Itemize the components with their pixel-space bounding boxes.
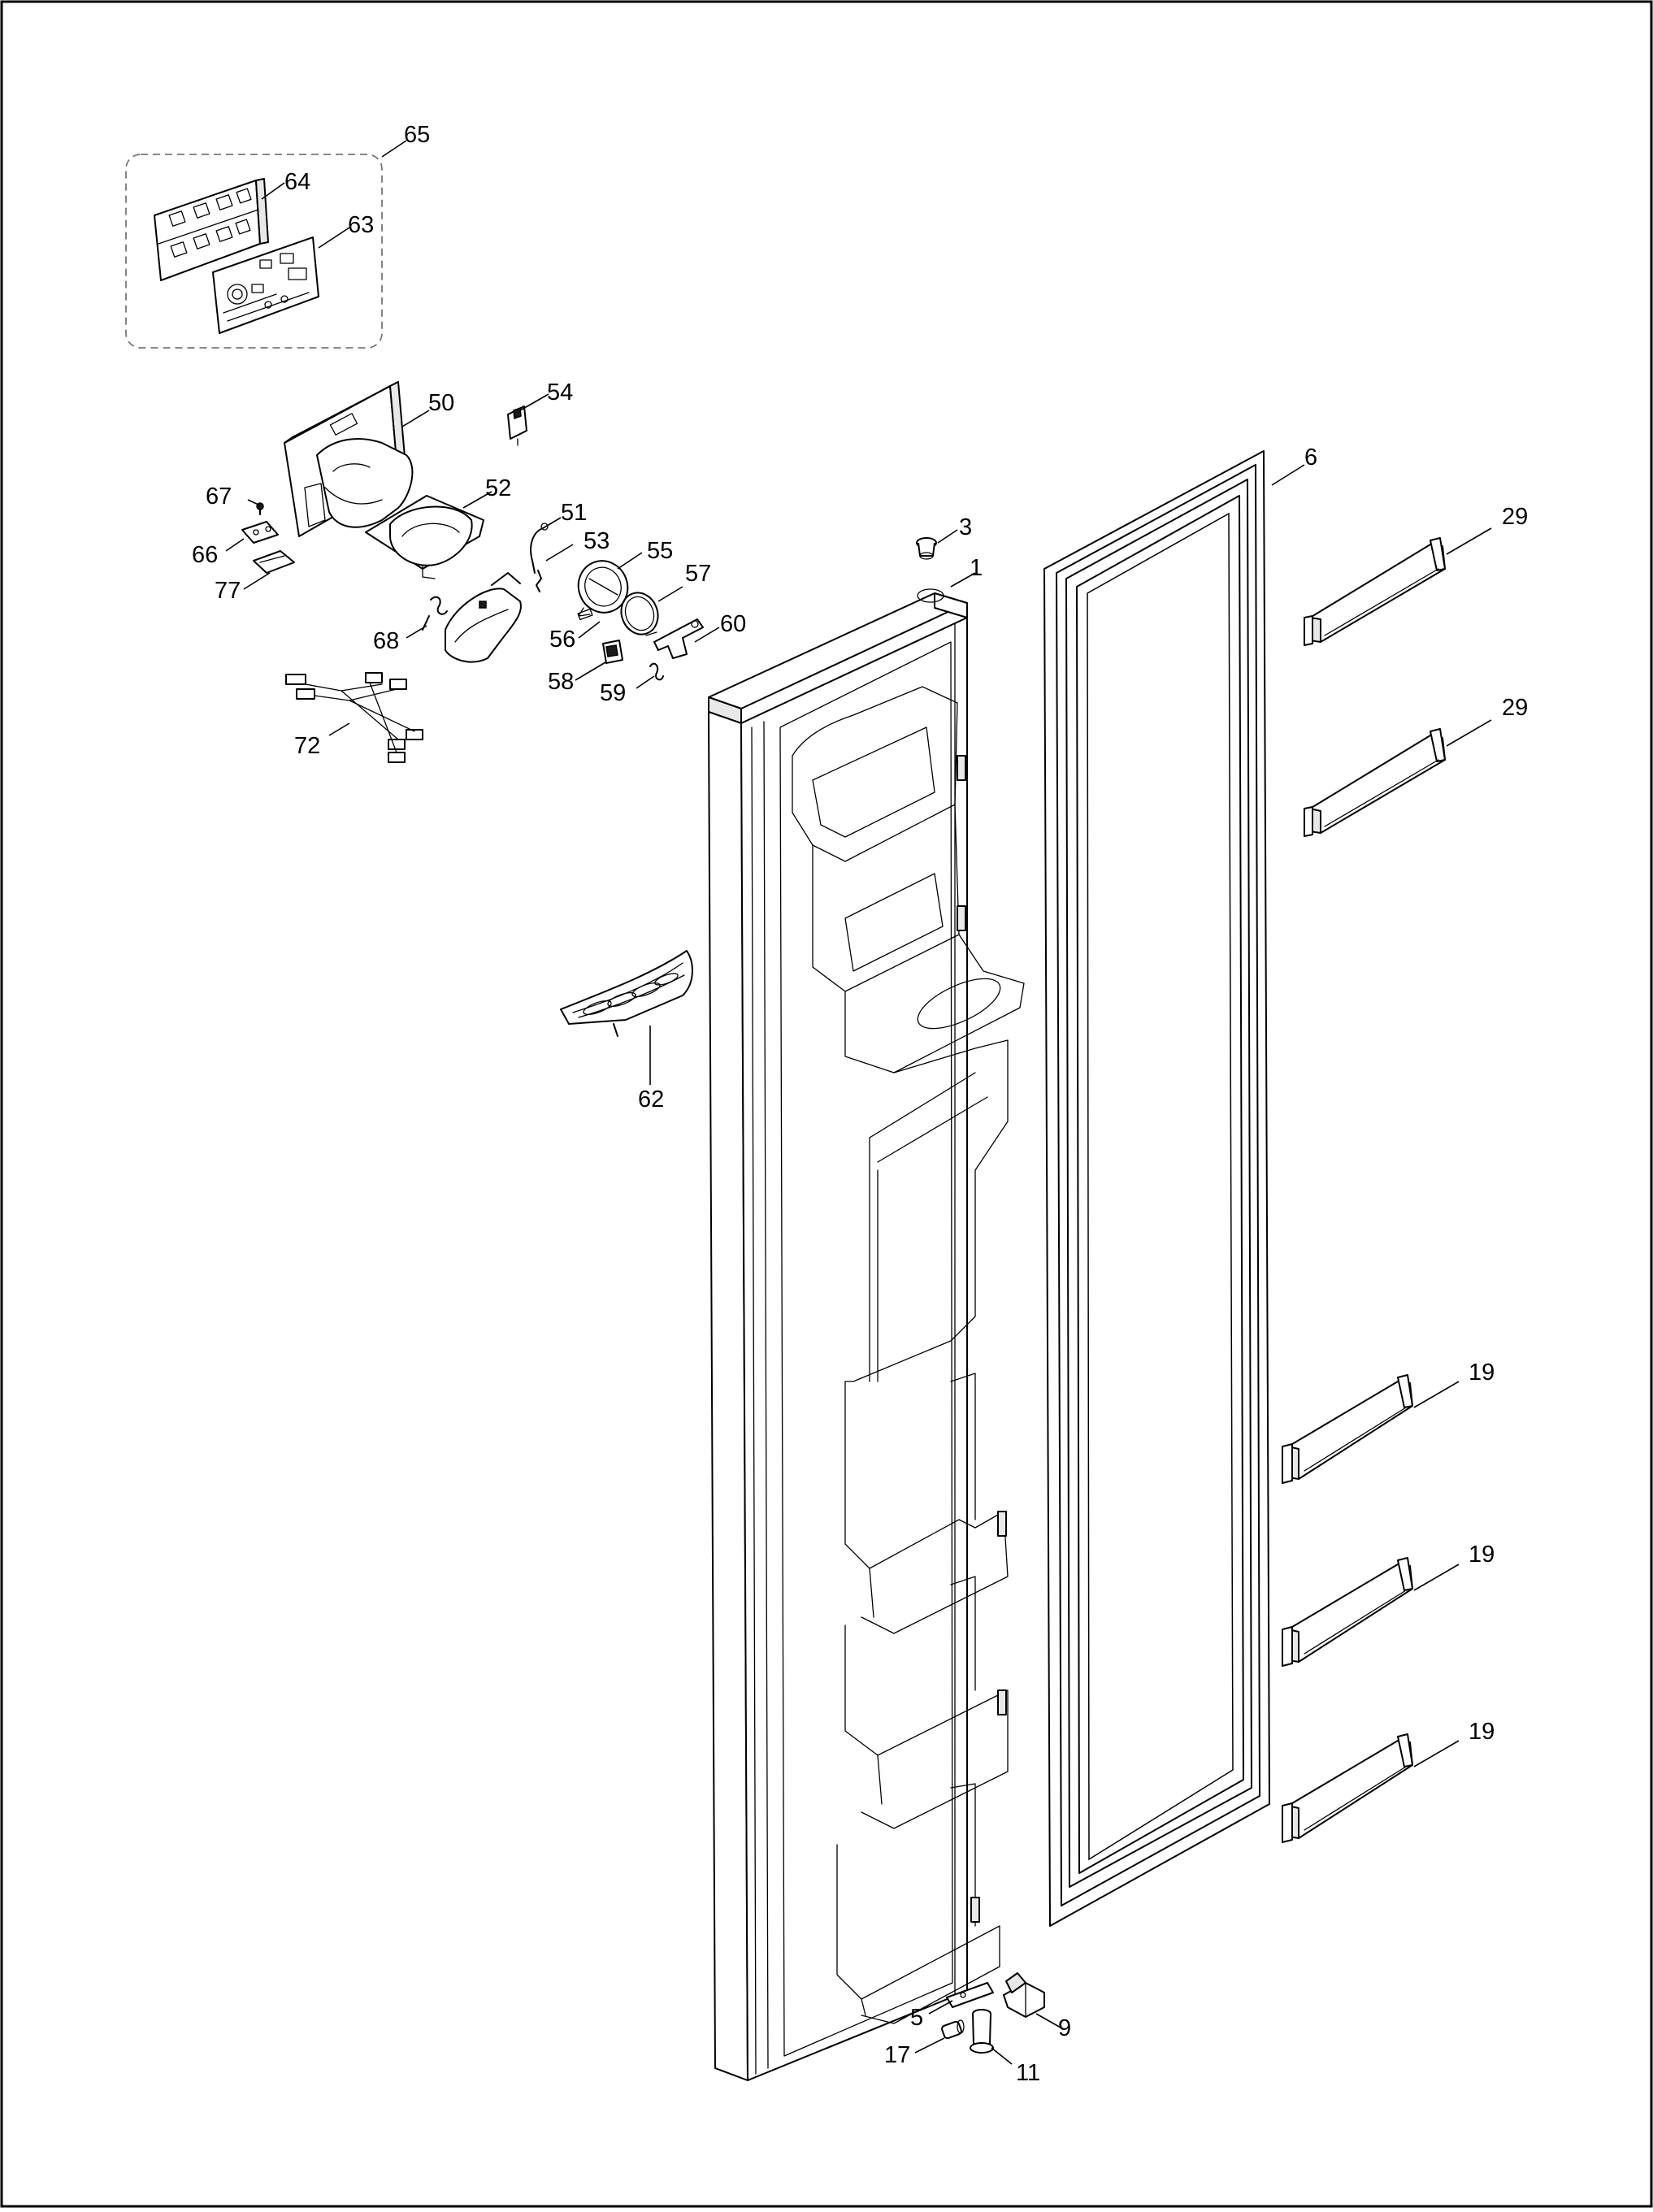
freezer-door: [708, 588, 1025, 2081]
callout-56: 56: [549, 627, 575, 653]
callout-77: 77: [215, 578, 241, 604]
hinge-bracket: [645, 618, 704, 659]
solenoid-plunger: [577, 608, 593, 621]
callout-1: 1: [970, 555, 983, 581]
wire-harness: [285, 672, 423, 763]
callout-65: 65: [404, 122, 430, 148]
door-shelf-upper-1: [1304, 537, 1446, 646]
leader-lines: [225, 140, 1492, 2065]
gasket-ring: [620, 592, 659, 635]
door-shelf-lower-1: [1282, 1374, 1413, 1484]
callout-54: 54: [547, 380, 573, 406]
hinge-block: [1003, 1972, 1045, 2018]
callout-17: 17: [884, 2042, 910, 2068]
hinge-bushing: [916, 537, 937, 560]
control-panel-cover: [154, 178, 269, 281]
callout-51: 51: [561, 500, 587, 526]
spring: [649, 662, 664, 681]
callout-53: 53: [584, 528, 610, 554]
lever-spring: [422, 596, 448, 631]
callout-66: 66: [192, 542, 218, 568]
door-roller: [941, 2019, 965, 2040]
solenoid: [577, 560, 629, 617]
callout-11: 11: [1016, 2060, 1040, 2086]
dispenser-switch: [507, 406, 527, 446]
callout-labels: 65 64 63 54 50 6 67 52 51 66 53 3 29 55 …: [192, 122, 1528, 2086]
callout-6: 6: [1304, 445, 1317, 471]
callout-60: 60: [720, 611, 746, 637]
callout-29-upper: 29: [1502, 504, 1528, 530]
callout-58: 58: [548, 669, 574, 695]
callout-59: 59: [600, 680, 626, 706]
callout-64: 64: [284, 169, 310, 195]
callout-19-top: 19: [1469, 1360, 1495, 1386]
hinge-pin: [970, 2009, 994, 2054]
dispenser-housing: [284, 381, 414, 537]
door-shelf-lower-2: [1282, 1557, 1413, 1667]
callout-55: 55: [647, 538, 673, 564]
callout-67: 67: [206, 484, 232, 510]
callout-50: 50: [428, 390, 454, 416]
callout-63: 63: [348, 212, 374, 238]
switch-block: [602, 640, 623, 664]
control-board-pcb: [212, 236, 319, 334]
ice-chute: [365, 495, 484, 579]
door-shelf-upper-2: [1304, 728, 1446, 837]
callout-62: 62: [638, 1086, 664, 1113]
actuator-rod: [530, 523, 549, 574]
callout-3: 3: [959, 514, 972, 540]
callout-52: 52: [485, 475, 511, 501]
dispenser-actuator-paddle: [445, 572, 522, 663]
dispenser-bracket: [241, 521, 279, 544]
callout-72: 72: [294, 733, 320, 759]
callout-5: 5: [910, 2005, 923, 2031]
callout-57: 57: [685, 561, 711, 587]
lower-hinge-plate: [946, 1982, 994, 2008]
lower-bracket: [253, 550, 295, 574]
callout-68: 68: [373, 628, 399, 654]
callout-19-bottom: 19: [1469, 1719, 1495, 1745]
clip: [536, 570, 542, 592]
callout-19-middle: 19: [1469, 1542, 1495, 1568]
drip-tray-grille: [560, 950, 693, 1037]
door-gasket: [1043, 450, 1270, 1927]
callout-9: 9: [1058, 2015, 1071, 2041]
door-shelf-lower-3: [1282, 1733, 1413, 1843]
callout-29-lower: 29: [1502, 695, 1528, 721]
control-panel-kit-group: [125, 154, 383, 349]
